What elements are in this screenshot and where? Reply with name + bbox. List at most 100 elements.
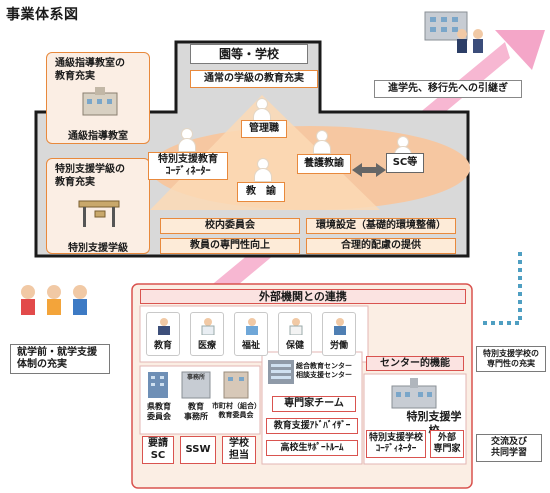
center-function-box: センター的機能 xyxy=(366,356,464,371)
tokushi-title-line2: 教育充実 xyxy=(55,177,95,188)
preschool-line1: 就学前・就学支援 xyxy=(17,346,97,358)
on-demand-line1: 要請 xyxy=(148,438,168,449)
municipal-label: 市町村（組合） 教育委員会 xyxy=(212,402,261,420)
school-title-label: 園等・学校 xyxy=(218,46,279,61)
tokushi-panel: 特別支援学級の 教育充実 特別支援学級 xyxy=(46,158,150,254)
health-person-icon xyxy=(289,318,303,335)
nurse-label: 養護教諭 xyxy=(304,158,344,169)
expert-team-box: 専門家チーム xyxy=(272,396,356,412)
tab-welfare-label: 福祉 xyxy=(241,341,260,351)
transition-label: 進学先、移行先への引継ぎ xyxy=(388,82,508,94)
center-function-label: センター的機能 xyxy=(380,357,450,369)
tab-education[interactable]: 教育 xyxy=(146,312,180,356)
coordinator-line1: 特別支援教育 xyxy=(158,154,218,165)
tab-medical[interactable]: 医療 xyxy=(190,312,224,356)
tab-health[interactable]: 保健 xyxy=(278,312,312,356)
center-building-icon xyxy=(268,360,294,384)
labor-person-icon xyxy=(334,318,346,335)
ssw-label: SSW xyxy=(185,444,211,455)
medical-person-icon xyxy=(201,318,215,335)
center-line2: 相談支援センター xyxy=(296,370,352,379)
teacher-label: 教 諭 xyxy=(246,186,276,197)
tab-health-label: 保健 xyxy=(285,341,304,351)
edu-office-sign: 事務所 xyxy=(184,374,208,382)
outside-expert-box: 外部 専門家 xyxy=(430,430,464,458)
center-label: 総合教育センター 相談支援センター xyxy=(296,362,362,380)
edu-office-line2: 事務所 xyxy=(184,412,208,421)
hs-support-box: 高校生ｻﾎﾟｰﾄﾙｰﾑ xyxy=(266,440,358,456)
tab-labor-label: 労働 xyxy=(329,341,348,351)
preschool-line2: 体制の充実 xyxy=(17,359,67,370)
outside-expert-line1: 外部 xyxy=(437,433,456,444)
ss-coordinator-line1: 特別支援学校 xyxy=(368,433,423,444)
graduates-icon xyxy=(457,29,483,53)
tokushi-panel-title: 特別支援学級の 教育充実 xyxy=(55,163,125,189)
edu-office-building-icon xyxy=(181,371,211,399)
municipal-line1: 市町村（組合） xyxy=(212,402,261,410)
expertise-label: 教員の専門性向上 xyxy=(190,239,270,251)
sc-label: SC等 xyxy=(392,157,418,168)
exchange-line2: 共同学習 xyxy=(490,448,527,458)
preschool-box: 就学前・就学支援 体制の充実 xyxy=(10,344,110,374)
welfare-person-icon xyxy=(246,318,258,335)
municipal-building-icon xyxy=(223,371,249,399)
regular-education-label: 通常の学級の教育充実 xyxy=(204,72,304,84)
tsukyu-panel-label: 通級指導教室 xyxy=(68,131,128,142)
external-title-box: 外部機関との連携 xyxy=(140,289,466,304)
school-staff-box: 学校 担当 xyxy=(222,436,256,464)
school-title: 園等・学校 xyxy=(190,44,308,64)
tsukyu-panel-title: 通級指導教室の 教育充実 xyxy=(55,57,125,83)
expertise-box: 教員の専門性向上 xyxy=(160,238,300,254)
center-line1: 総合教育センター xyxy=(296,362,352,370)
edu-office-line1: 教育 xyxy=(188,402,204,411)
tokushi-title-line1: 特別支援学級の xyxy=(55,164,125,175)
expert-team-label: 専門家チーム xyxy=(284,398,344,409)
sc-role: SC等 xyxy=(386,153,424,173)
special-school-note: 特別支援学校の 専門性の充実 xyxy=(476,346,546,372)
on-demand-line2: SC xyxy=(150,450,166,461)
tab-medical-label: 医療 xyxy=(197,341,216,351)
teacher-role: 教 諭 xyxy=(237,182,285,202)
special-school-building-icon xyxy=(391,378,437,409)
principal-role: 管理職 xyxy=(241,120,287,138)
tab-education-label: 教育 xyxy=(153,341,172,351)
edu-office-label: 教育 事務所 xyxy=(180,402,212,422)
ss-coordinator-box: 特別支援学校 ｺｰﾃﾞｨﾈｰﾀｰ xyxy=(366,430,426,458)
pref-board-line1: 県教育 xyxy=(147,402,171,411)
principal-label: 管理職 xyxy=(249,123,279,134)
exchange-line1: 交流及び xyxy=(490,436,527,447)
internal-committee-box: 校内委員会 xyxy=(160,218,300,234)
outside-expert-line2: 専門家 xyxy=(433,444,461,454)
ss-coordinator-line2: ｺｰﾃﾞｨﾈｰﾀｰ xyxy=(375,444,417,454)
tsukyu-title-line2: 教育充実 xyxy=(55,71,95,82)
exchange-note: 交流及び 共同学習 xyxy=(476,434,542,462)
school-staff-line1: 学校 xyxy=(229,438,249,449)
tsukyu-title-line1: 通級指導教室の xyxy=(55,58,125,69)
tsukyu-panel: 通級指導教室の 教育充実 通級指導教室 xyxy=(46,52,150,144)
teacher-person-icon xyxy=(254,158,272,182)
on-demand-sc-box: 要請 SC xyxy=(142,436,174,464)
transition-box: 進学先、移行先への引継ぎ xyxy=(374,80,522,98)
regular-education-box: 通常の学級の教育充実 xyxy=(190,70,318,88)
accommodation-box: 合理的配慮の提供 xyxy=(306,238,456,254)
accommodation-label: 合理的配慮の提供 xyxy=(341,239,421,251)
tab-welfare[interactable]: 福祉 xyxy=(234,312,268,356)
environment-box: 環境設定（基礎的環境整備） xyxy=(306,218,456,234)
school-staff-line2: 担当 xyxy=(229,450,249,461)
pref-board-label: 県教育 委員会 xyxy=(142,402,176,422)
tab-labor[interactable]: 労働 xyxy=(322,312,356,356)
coordinator-role: 特別支援教育 ｺｰﾃﾞｨﾈｰﾀｰ xyxy=(148,152,228,180)
nurse-role: 養護教諭 xyxy=(297,154,351,174)
advisor-label: 教育支援ｱﾄﾞﾊﾞｲｻﾞｰ xyxy=(273,420,351,431)
double-arrow xyxy=(352,163,386,177)
pref-board-line2: 委員会 xyxy=(147,412,171,421)
education-person-icon xyxy=(158,318,170,335)
desk-icon xyxy=(78,200,120,227)
tokushi-panel-label: 特別支援学級 xyxy=(68,243,128,254)
special-school-note-line2: 専門性の充実 xyxy=(487,359,535,368)
edu-office-sign-text: 事務所 xyxy=(186,374,205,381)
nurse-person-icon xyxy=(313,130,331,154)
external-title-label: 外部機関との連携 xyxy=(259,289,347,303)
coordinator-person-icon xyxy=(178,128,196,152)
